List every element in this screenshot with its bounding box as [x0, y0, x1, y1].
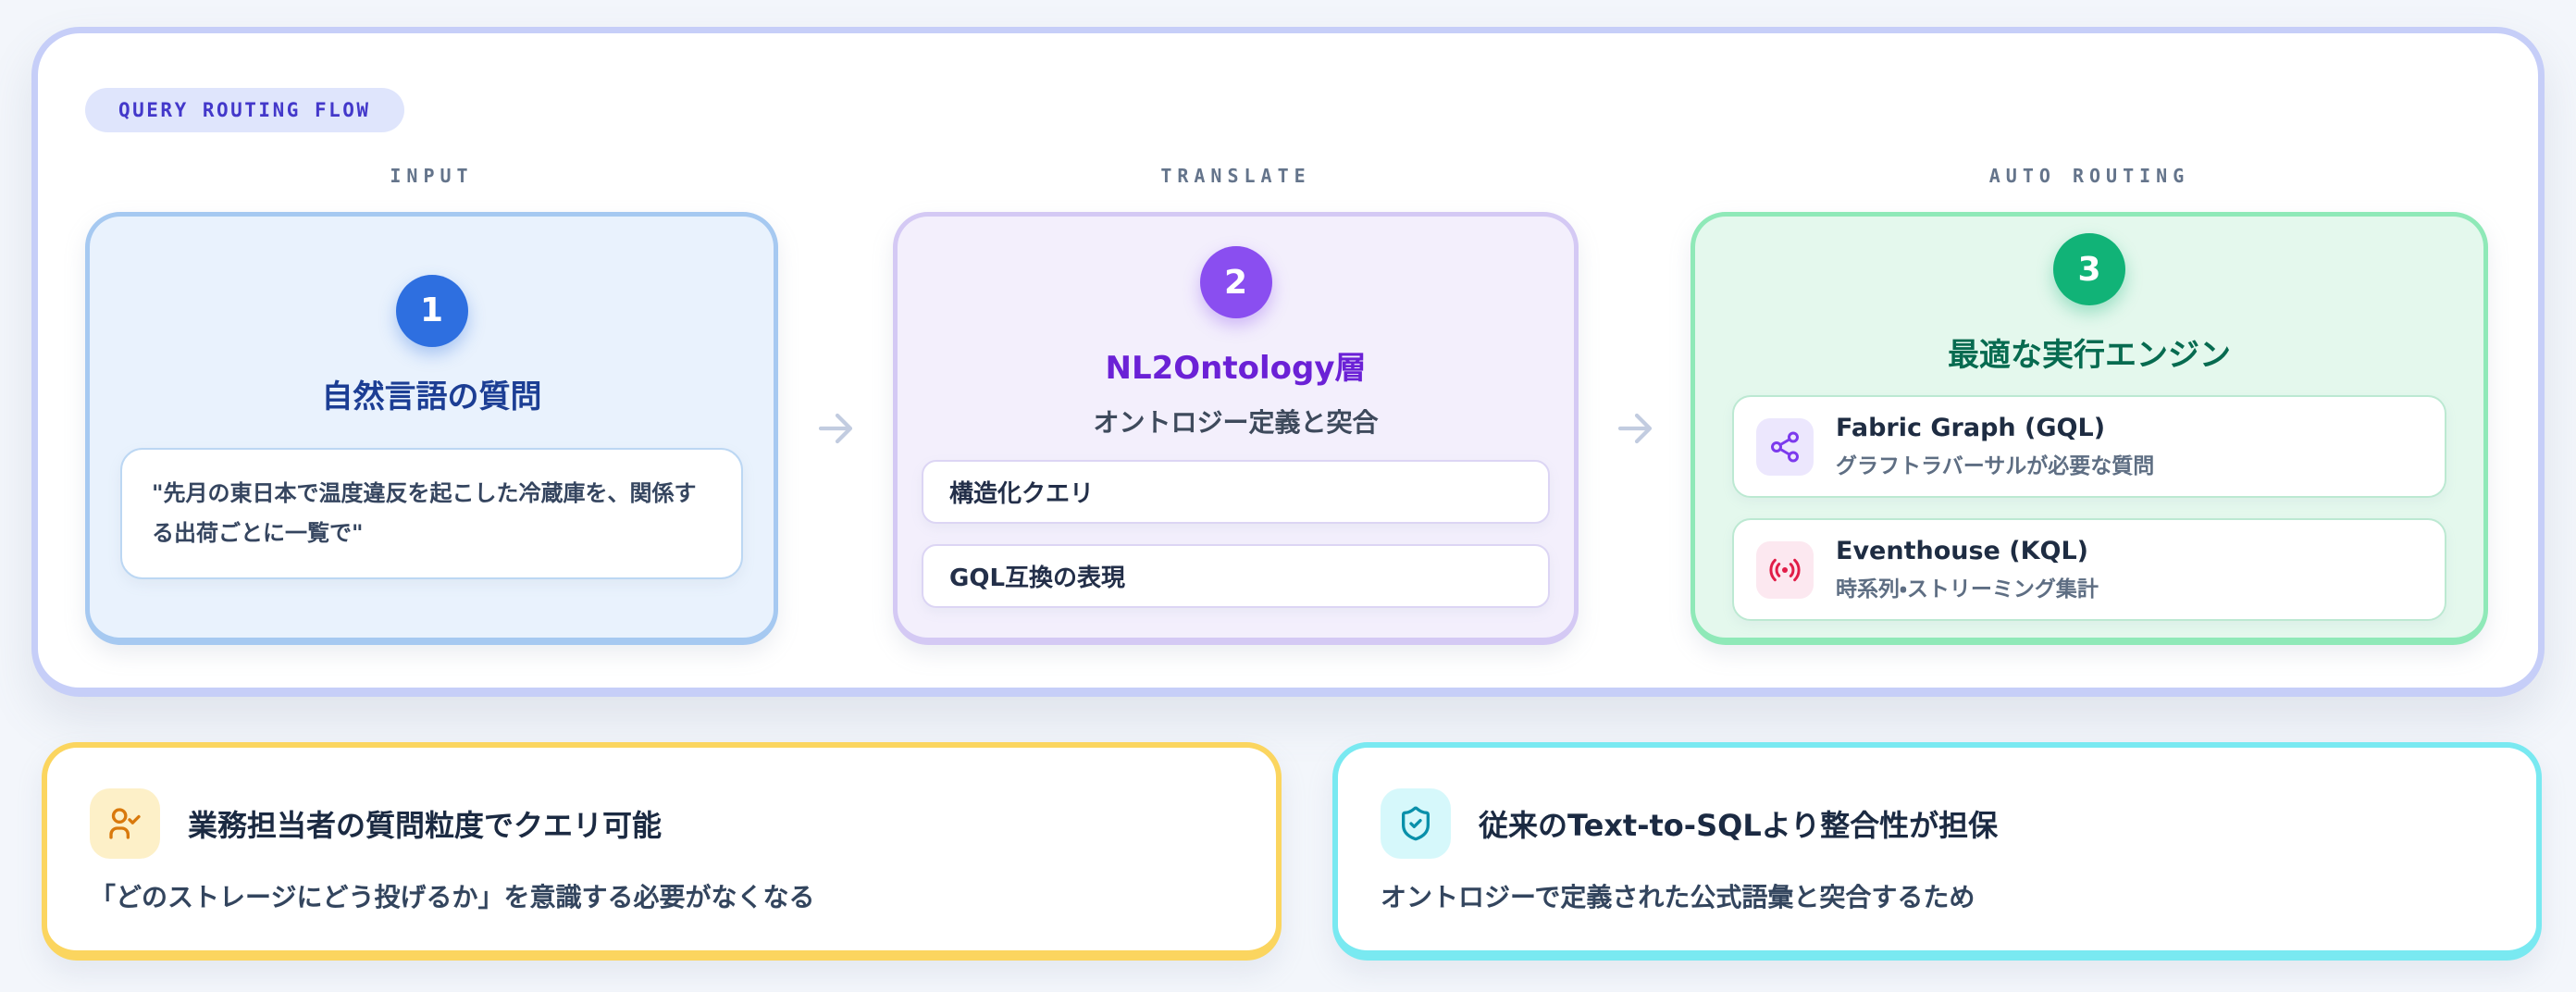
example-question-box: "先月の東日本で温度違反を起こした冷蔵庫を、関係する出荷ごとに一覧で" — [120, 447, 743, 580]
engine-description: 時系列・ストリーミング集計 — [1836, 577, 2099, 601]
stage-label-auto-routing: AUTO ROUTING — [1988, 165, 2190, 187]
benefit-description: オントロジーで定義された公式語彙と突合するため — [1381, 882, 1975, 912]
engine-row-fabric-graph: Fabric Graph (GQL) グラフトラバーサルが必要な質問 — [1732, 395, 2446, 498]
step-number-badge: 1 — [395, 274, 468, 347]
arrow-right-icon — [813, 406, 858, 451]
engine-row-eventhouse: Eventhouse (KQL) 時系列・ストリーミング集計 — [1732, 518, 2446, 621]
benefit-description: 「どのストレージにどう投げるか」を意識する必要がなくなる — [90, 882, 815, 912]
arrow-right-icon — [1613, 406, 1657, 451]
step-title: 自然言語の質問 — [321, 378, 542, 415]
step-card-nl2ontology: 2 NL2Ontology層 オントロジー定義と突合 構造化クエリ GQL互換の… — [893, 212, 1579, 645]
benefit-title: 従来のText-to-SQLより整合性が担保 — [1479, 808, 1999, 843]
flow-cards-row: 1 自然言語の質問 "先月の東日本で温度違反を起こした冷蔵庫を、関係する出荷ごと… — [85, 212, 2488, 645]
engine-name: Eventhouse (KQL) — [1836, 537, 2089, 565]
step-number-badge: 3 — [2053, 233, 2125, 305]
user-check-icon — [90, 788, 160, 859]
stage-label-input: INPUT — [390, 165, 474, 187]
step-card-execution-engine: 3 最適な実行エンジン Fabric Graph (GQL) グラフトラバーサル… — [1690, 212, 2488, 645]
flow-badge: QUERY ROUTING FLOW — [85, 88, 404, 132]
stage-label-translate: TRANSLATE — [1160, 165, 1311, 187]
step-subtitle: オントロジー定義と突合 — [1093, 407, 1379, 438]
step-card-natural-language: 1 自然言語の質問 "先月の東日本で温度違反を起こした冷蔵庫を、関係する出荷ごと… — [85, 212, 778, 645]
radio-waves-icon — [1756, 540, 1814, 599]
engine-name: Fabric Graph (GQL) — [1836, 414, 2106, 442]
flow-badge-label: QUERY ROUTING FLOW — [118, 99, 371, 121]
step-title: NL2Ontology層 — [1105, 350, 1367, 387]
flow-panel: QUERY ROUTING FLOW INPUT TRANSLATE AUTO … — [31, 27, 2545, 697]
step-title: 最適な実行エンジン — [1948, 337, 2231, 374]
benefit-title: 業務担当者の質問粒度でクエリ可能 — [188, 808, 663, 843]
benefit-card-consistency: 従来のText-to-SQLより整合性が担保 オントロジーで定義された公式語彙と… — [1332, 742, 2542, 961]
engine-description: グラフトラバーサルが必要な質問 — [1836, 454, 2155, 478]
benefit-card-business-users: 業務担当者の質問粒度でクエリ可能 「どのストレージにどう投げるか」を意識する必要… — [42, 742, 1282, 961]
share-icon — [1756, 417, 1814, 476]
translate-output-structured-query: 構造化クエリ — [922, 460, 1550, 524]
translate-output-gql-expression: GQL互換の表現 — [922, 544, 1550, 608]
shield-check-icon — [1381, 788, 1451, 859]
step-number-badge: 2 — [1199, 246, 1272, 318]
